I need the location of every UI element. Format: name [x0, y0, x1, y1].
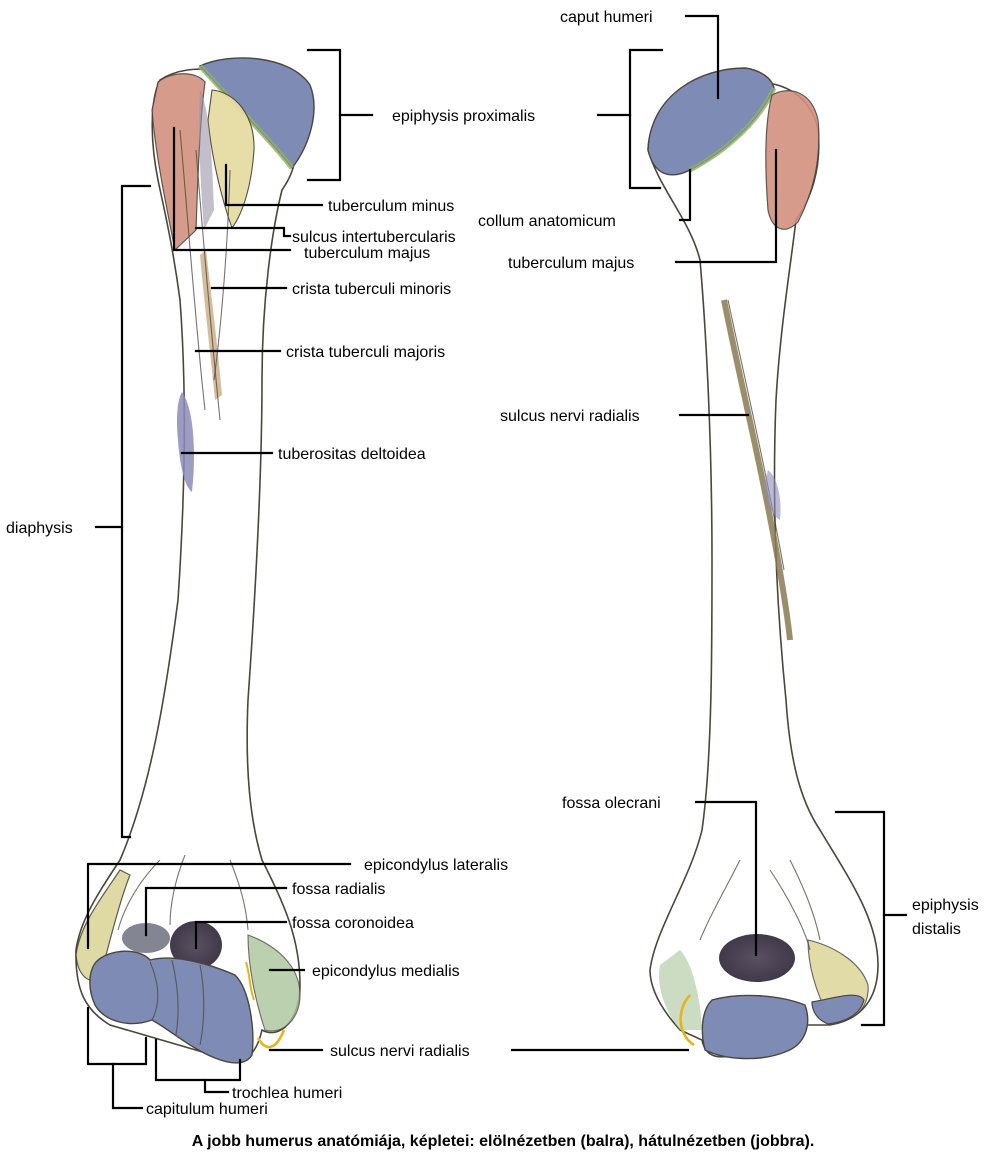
- posterior-neck-line: [688, 86, 777, 173]
- leader-caput-humeri: [684, 14, 720, 100]
- leader-trochlea-humeri-bracket: [154, 1038, 242, 1082]
- label-collum-anatomicum: collum anatomicum: [478, 213, 616, 230]
- posterior-deltoid-area: [764, 470, 781, 520]
- anterior-epicondylus-lateralis: [75, 869, 131, 981]
- anterior-neck-line: [198, 64, 294, 170]
- anterior-ridge-2: [195, 149, 221, 421]
- label-epiphysis-distalis-1: epiphysis: [912, 897, 979, 914]
- posterior-trochlea: [701, 994, 809, 1060]
- anterior-distal-ridge-1: [117, 859, 161, 931]
- posterior-distal-ridge-2: [789, 859, 821, 941]
- label-fossa-radialis: fossa radialis: [292, 881, 385, 898]
- anterior-tuberculum-majus: [151, 73, 206, 252]
- anterior-distal-ridge-3: [169, 854, 186, 926]
- posterior-fossa-olecrani: [719, 934, 795, 982]
- label-sulcus-nervi-radialis-bottom: sulcus nervi radialis: [330, 1043, 470, 1060]
- bracket-diaphysis: [120, 184, 152, 839]
- posterior-tuberculum-majus: [765, 90, 820, 230]
- label-epicondylus-medialis: epicondylus medialis: [312, 963, 460, 980]
- anterior-trochlea-groove-2: [171, 959, 179, 1036]
- anterior-ulnar-nerve: [256, 1029, 286, 1049]
- posterior-distal-ridge-1: [699, 859, 741, 941]
- leader-sulcus-intertubercularis: [194, 226, 292, 238]
- leader-epicondylus-lateralis: [86, 862, 352, 950]
- label-crista-tuberculi-majoris: crista tuberculi majoris: [286, 344, 445, 361]
- leader-trochlea-humeri: [203, 1078, 230, 1094]
- label-diaphysis: diaphysis: [6, 520, 73, 537]
- label-epiphysis-proximalis: epiphysis proximalis: [392, 108, 535, 125]
- anterior-trochlea-groove-3: [199, 964, 205, 1046]
- labels: epiphysis proximalis tuberculum minus su…: [6, 9, 979, 1150]
- label-sulcus-nervi-radialis-back: sulcus nervi radialis: [500, 408, 640, 425]
- posterior-trochlea-small: [811, 994, 865, 1025]
- anterior-fossa-radialis: [122, 923, 170, 953]
- label-tuberculum-minus: tuberculum minus: [328, 198, 454, 215]
- anterior-lesser-tub-shadow: [199, 90, 214, 230]
- label-capitulum-humeri: capitulum humeri: [146, 1101, 268, 1118]
- posterior-distal-ridge-3: [769, 869, 811, 951]
- anterior-humerus: [75, 57, 315, 1064]
- anterior-trochlea-groove-1: [149, 961, 159, 1021]
- bracket-epiphysis-distalis: [834, 810, 886, 1027]
- anterior-tuberositas-deltoidea: [177, 392, 195, 492]
- posterior-sulcus-edge: [727, 299, 785, 571]
- posterior-humerus: [647, 67, 879, 1060]
- label-crista-tuberculi-minoris: crista tuberculi minoris: [292, 281, 451, 298]
- bracket-epiphysis-proximalis-back: [628, 48, 664, 190]
- leader-collum-anatomicum: [678, 168, 692, 222]
- label-sulcus-intertubercularis: sulcus intertubercularis: [292, 229, 456, 246]
- leader-capitulum-humeri-bracket: [86, 1006, 148, 1066]
- figure-caption: A jobb humerus anatómiája, képletei: elö…: [192, 1133, 815, 1150]
- leader-tuberculum-majus-back: [674, 148, 778, 264]
- label-tuberositas-deltoidea: tuberositas deltoidea: [278, 446, 426, 463]
- anterior-epicondylus-medialis: [247, 934, 301, 1032]
- posterior-lateral-green: [658, 950, 702, 1030]
- leader-fossa-olecrani: [694, 800, 758, 957]
- label-fossa-coronoidea: fossa coronoidea: [292, 915, 414, 932]
- label-tuberculum-majus-front: tuberculum majus: [304, 245, 430, 262]
- label-caput-humeri: caput humeri: [560, 9, 653, 26]
- anterior-ridge-3: [213, 169, 231, 381]
- anterior-distal-ridge-2: [229, 859, 249, 931]
- anterior-ulnar-nerve-2: [245, 961, 255, 1001]
- leader-capitulum-humeri: [111, 1062, 144, 1110]
- posterior-bone-body: [647, 78, 879, 1058]
- label-epicondylus-lateralis: epicondylus lateralis: [364, 857, 508, 874]
- anterior-tuberculum-minus: [207, 89, 255, 230]
- label-tuberculum-majus-back: tuberculum majus: [508, 255, 634, 272]
- posterior-ulnar-nerve: [679, 994, 695, 1047]
- anterior-capitulum-trochlea: [89, 950, 254, 1064]
- posterior-sulcus-nervi-radialis: [721, 299, 793, 641]
- label-trochlea-humeri: trochlea humeri: [232, 1085, 342, 1102]
- anterior-bone-body: [75, 68, 301, 1063]
- leader-tuberculum-majus-front: [172, 126, 292, 252]
- anterior-ridge-1: [179, 129, 206, 411]
- leader-tuberculum-minus: [224, 163, 324, 207]
- leader-fossa-coronoidea: [194, 920, 288, 950]
- leader-fossa-radialis: [144, 886, 288, 937]
- label-epiphysis-distalis-2: distalis: [912, 921, 961, 938]
- leader-lines: [86, 14, 908, 1110]
- label-fossa-olecrani: fossa olecrani: [562, 795, 661, 812]
